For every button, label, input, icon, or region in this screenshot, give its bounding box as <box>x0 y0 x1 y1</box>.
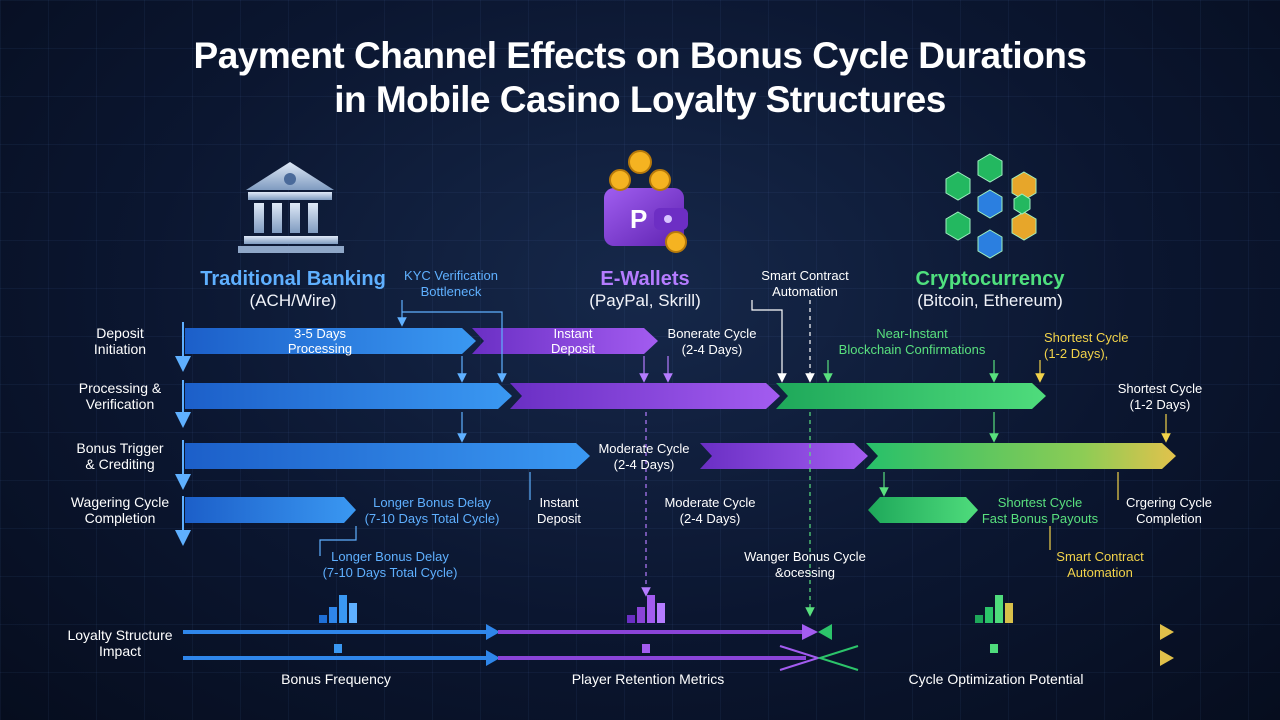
bar-bonus-banking <box>185 443 590 469</box>
row-label-processing: Processing & Verification <box>78 380 162 412</box>
mini-bar-charts <box>319 595 1013 653</box>
channel-sub-banking: (ACH/Wire) <box>249 291 337 310</box>
bar-bonus-crypto <box>866 443 1176 469</box>
row-label-wagering: Wagering Cycle Completion <box>70 494 170 526</box>
row-label-bonus-trigger: Bonus Trigger & Crediting <box>76 440 164 472</box>
mini-bar-2-2 <box>995 595 1003 623</box>
annot-wanger: Wanger Bonus Cycle &ocessing <box>744 549 866 580</box>
mini-bar-1-2 <box>647 595 655 623</box>
row-label-loyalty: Loyalty Structure Impact <box>67 627 173 659</box>
svg-text:P: P <box>630 204 647 234</box>
annot-moderate-2: Moderate Cycle (2-4 Days) <box>664 495 756 526</box>
annot-moderate-1: Moderate Cycle (2-4 Days) <box>598 441 690 472</box>
mini-marker-2 <box>990 644 998 653</box>
bank-building-icon <box>238 162 344 253</box>
mini-marker-0 <box>334 644 342 653</box>
annot-instant-deposit-2: Instant Deposit <box>536 495 582 526</box>
channel-sub-crypto: (Bitcoin, Ethereum) <box>917 291 1063 310</box>
annot-shortest-2: Shortest Cycle (1-2 Days) <box>1117 381 1203 412</box>
bar-processing-crypto <box>776 383 1046 409</box>
channel-name-crypto: Cryptocurrency <box>915 268 1065 290</box>
mini-marker-1 <box>642 644 650 653</box>
row-label-deposit: Deposit Initiation <box>93 325 147 357</box>
bar-deposit-ewallet <box>472 328 658 354</box>
annot-near-instant: Near-Instant Blockchain Confirmations <box>838 326 986 357</box>
title-line-1: Payment Channel Effects on Bonus Cycle D… <box>193 35 1087 76</box>
channel-sub-ewallets: (PayPal, Skrill) <box>589 291 701 310</box>
mini-bar-2-1 <box>985 607 993 623</box>
annot-smart-contract-top: Smart Contract Automation <box>761 268 849 299</box>
footer-cycle-optimization: Cycle Optimization Potential <box>908 671 1084 687</box>
channel-header-ewallets: E-Wallets (PayPal, Skrill) <box>560 268 730 312</box>
bar-bonus-ewallet <box>700 443 868 469</box>
blockchain-network-icon <box>945 153 1037 259</box>
connector-lines <box>319 300 1171 617</box>
mini-bar-1-3 <box>657 603 665 623</box>
loyalty-impact-arrows <box>183 624 1174 671</box>
channel-name-ewallets: E-Wallets <box>600 268 690 290</box>
page-title: Payment Channel Effects on Bonus Cycle D… <box>0 34 1280 122</box>
annot-longer-2: Longer Bonus Delay (7-10 Days Total Cycl… <box>322 549 458 580</box>
footer-bonus-frequency: Bonus Frequency <box>281 671 391 687</box>
bar-wagering-banking <box>185 497 356 523</box>
bar-processing-banking <box>185 383 512 409</box>
annot-smart-contract-bottom: Smart Contract Automation <box>1056 549 1144 580</box>
annot-bonerate: Bonerate Cycle (2-4 Days) <box>667 326 757 357</box>
mini-bar-0-0 <box>319 615 327 623</box>
annot-longer-1: Longer Bonus Delay (7-10 Days Total Cycl… <box>364 495 500 526</box>
annot-shortest-1: Shortest Cycle (1-2 Days), <box>1044 330 1129 361</box>
annot-kyc: KYC Verification Bottleneck <box>404 268 498 299</box>
bar-wagering-crypto <box>868 497 978 523</box>
mini-bar-0-1 <box>329 607 337 623</box>
channel-header-banking: Traditional Banking (ACH/Wire) <box>188 268 398 312</box>
mini-bar-1-0 <box>627 615 635 623</box>
title-line-2: in Mobile Casino Loyalty Structures <box>334 79 946 120</box>
footer-player-retention: Player Retention Metrics <box>571 671 725 687</box>
mini-bar-2-0 <box>975 615 983 623</box>
text-3-5-days: 3-5 Days Processing <box>287 326 353 356</box>
annot-crgering: Crgering Cycle Completion <box>1126 495 1212 526</box>
bar-deposit-banking <box>185 328 476 354</box>
mini-bar-1-1 <box>637 607 645 623</box>
wallet-coins-icon: P <box>604 150 688 253</box>
annot-shortest-fast: Shortest Cycle Fast Bonus Payouts <box>981 495 1099 526</box>
mini-bar-0-3 <box>349 603 357 623</box>
text-instant-deposit-1: Instant Deposit <box>550 326 596 356</box>
mini-bar-2-3 <box>1005 603 1013 623</box>
channel-header-crypto: Cryptocurrency (Bitcoin, Ethereum) <box>895 268 1085 312</box>
bar-processing-ewallet <box>510 383 780 409</box>
mini-bar-0-2 <box>339 595 347 623</box>
channel-name-banking: Traditional Banking <box>200 268 386 290</box>
